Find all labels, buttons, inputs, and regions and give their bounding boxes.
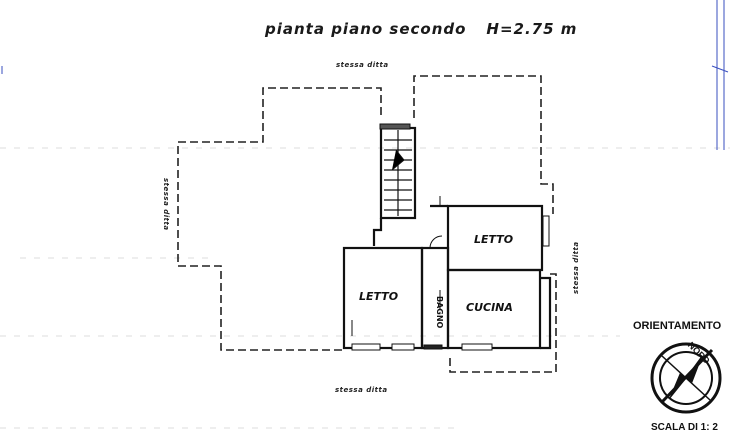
building-walls xyxy=(342,126,552,350)
room-label-bedroom-left: LETTO xyxy=(359,290,399,303)
page-border-right xyxy=(1,0,729,150)
neighbor-label-left: stessa ditta xyxy=(162,178,170,231)
scale-prefix: SCALA DI 1: xyxy=(651,422,710,433)
plan-title: pianta piano secondo xyxy=(265,20,467,38)
neighbor-outline xyxy=(177,75,557,373)
room-label-bedroom-right: LETTO xyxy=(474,233,514,246)
drawing-title: pianta piano secondo H=2.75 m xyxy=(265,20,577,38)
room-label-kitchen: CUCINA xyxy=(466,301,513,314)
door-swings xyxy=(351,196,443,336)
window-marks xyxy=(351,123,550,351)
ceiling-height: H=2.75 m xyxy=(486,20,578,38)
scale-label: SCALA DI 1: 2 xyxy=(651,422,718,433)
neighbor-label-bottom: stessa ditta xyxy=(335,386,388,394)
neighbor-label-top: stessa ditta xyxy=(336,61,389,69)
neighbor-label-right: stessa ditta xyxy=(572,241,580,294)
compass-rose xyxy=(650,342,722,414)
stair-treads xyxy=(384,130,412,216)
orientation-label: ORIENTAMENTO xyxy=(633,320,722,332)
room-label-bathroom: BAGNO xyxy=(435,296,444,329)
scale-value: 2 xyxy=(712,422,718,433)
